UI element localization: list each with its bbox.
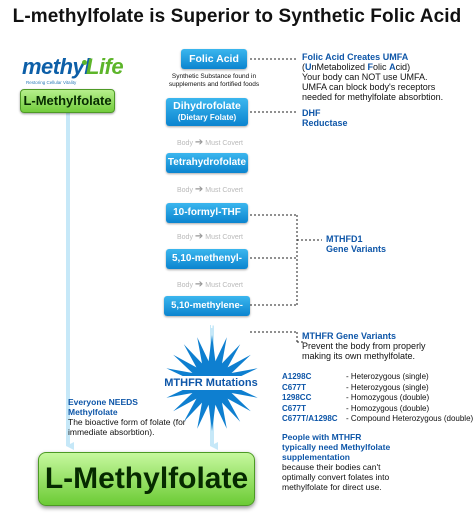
methylene-thf-box: 5,10-methylene-THF xyxy=(164,296,250,331)
mutation-row: 1298CC- Homozygous (double) xyxy=(282,393,430,402)
umfa-title: Folic Acid Creates UMFA xyxy=(302,52,409,62)
umfa-expansion: (UnMetabolized Folic Acid) xyxy=(302,62,411,72)
synthetic-substance-note: Synthetic Substance found in supplements… xyxy=(168,73,260,88)
l-methylfolate-label-bottom: L-Methylfolate xyxy=(38,452,255,506)
dihydrofolate-box: Dihydrofolate (Dietary Folate) xyxy=(166,98,248,126)
mthfr-variants-note: MTHFR Gene Variants Prevent the body fro… xyxy=(302,331,426,361)
mutation-row: C677T- Homozygous (double) xyxy=(282,403,430,413)
must-covert-2: Body ➔ Must Covert xyxy=(177,184,243,195)
logo-word-methyl: methyl xyxy=(22,54,90,79)
mutation-row: C677T/A1298C- Compound Heterozygous (dou… xyxy=(282,414,474,423)
diagram-title: L-methylfolate is Superior to Synthetic … xyxy=(12,6,462,27)
umfa-note: Folic Acid Creates UMFA (UnMetabolized F… xyxy=(302,52,472,102)
mthfr-mutations-badge: MTHFR Mutations xyxy=(155,376,267,390)
formyl-thf-box: 10-formyl-THF xyxy=(166,203,248,223)
mutation-row: A1298C- Heterozygous (single) xyxy=(282,372,429,381)
mutation-list: A1298C- Heterozygous (single) C677T- Het… xyxy=(282,372,474,425)
logo-word-life: Life xyxy=(86,54,124,79)
dihydrofolate-label: Dihydrofolate xyxy=(173,100,241,112)
logo-dot-icon xyxy=(82,60,87,65)
tetrahydrofolate-box: Tetrahydrofolate xyxy=(166,153,248,173)
must-covert-3: Body ➔ Must Covert xyxy=(177,231,243,242)
people-mthfr-note: People with MTHFR typically need Methylf… xyxy=(282,432,391,492)
mutation-row: C677T- Heterozygous (single) xyxy=(282,382,429,392)
methyllife-logo: methyl Life Restoring Cellular Vitality xyxy=(22,54,134,86)
logo-tagline: Restoring Cellular Vitality xyxy=(26,80,77,85)
folic-acid-box: Folic Acid xyxy=(181,49,247,69)
dietary-folate-label: (Dietary Folate) xyxy=(177,113,237,122)
must-covert-1: Body ➔ Must Covert xyxy=(177,137,243,148)
l-methylfolate-label-top: L-Methylfolate xyxy=(20,89,115,113)
methenyl-thf-box: 5,10-methenyl-THF xyxy=(166,249,248,284)
everyone-needs-note: Everyone NEEDS Methylfolate The bioactiv… xyxy=(68,397,186,437)
must-covert-4: Body ➔ Must Covert xyxy=(177,279,243,290)
